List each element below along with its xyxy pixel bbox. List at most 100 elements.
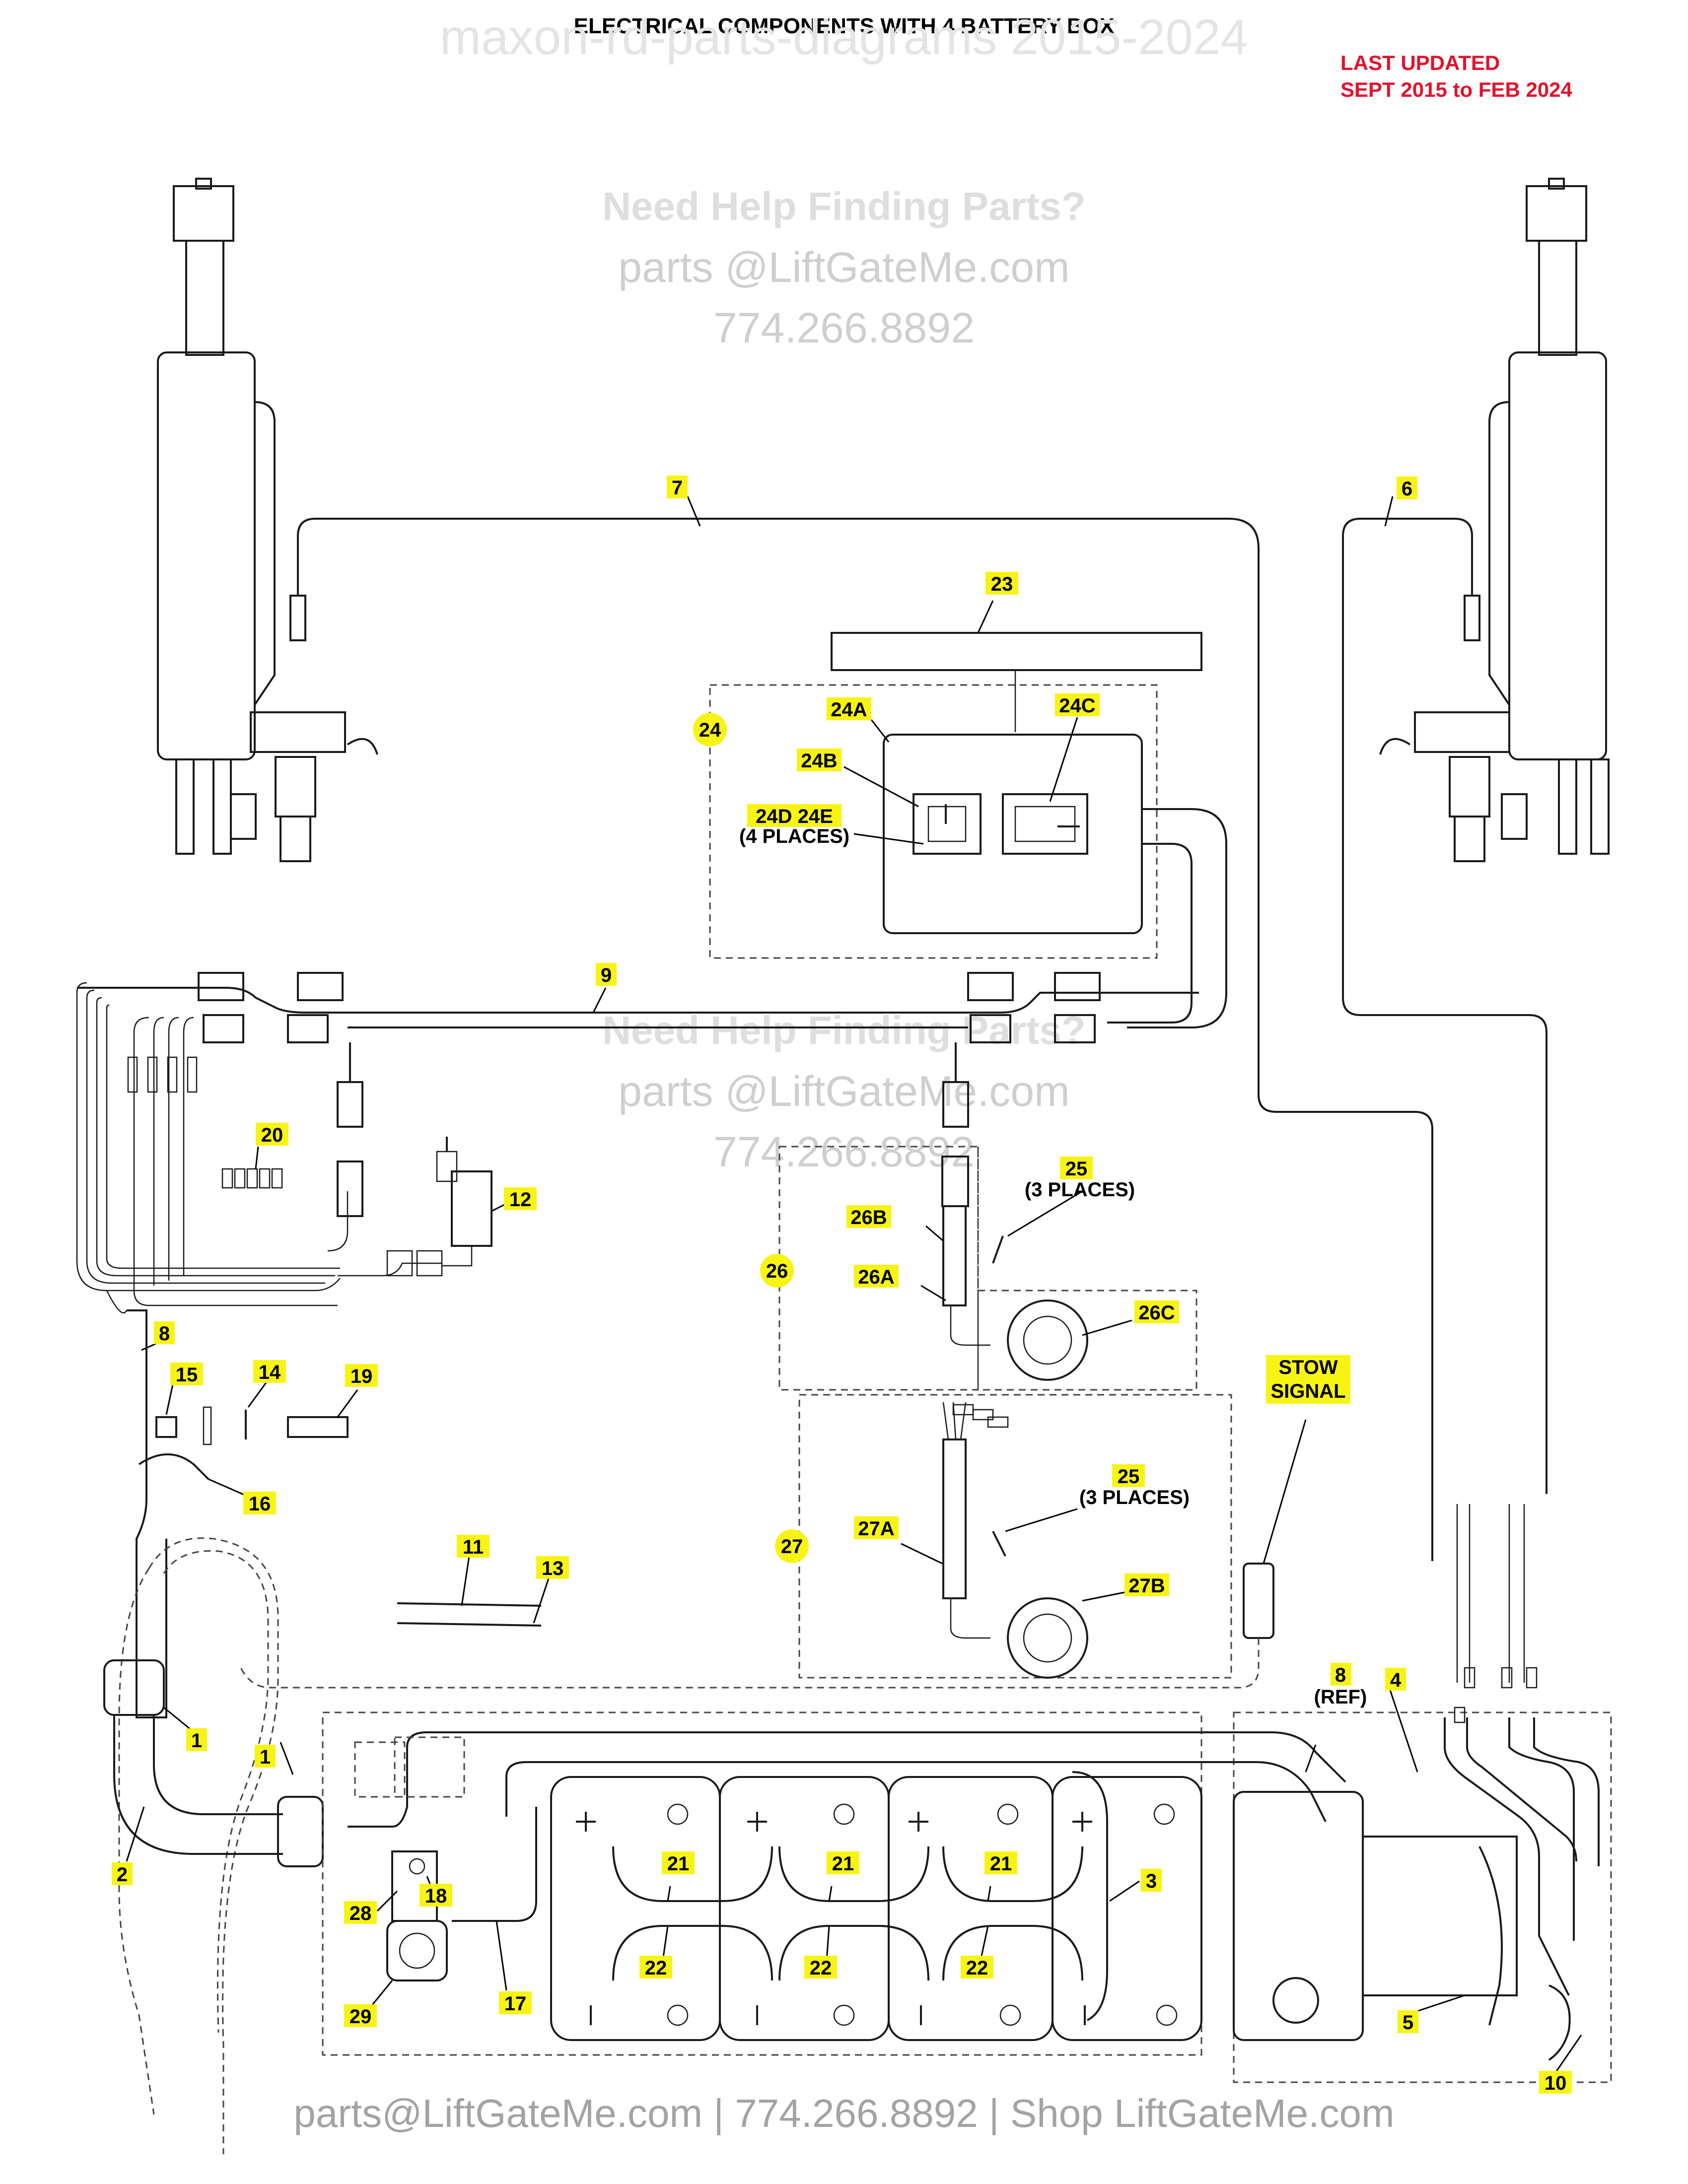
- pump-reservoir: [1233, 1791, 1364, 2041]
- control-panel-24A: [883, 734, 1143, 934]
- nut-18: [409, 1858, 425, 1875]
- item-12-switch: [436, 1137, 492, 1267]
- jumper-21a: [612, 1846, 773, 1902]
- callout-labels: 7 6 23 24 24A 24B 24C 24D 24E (4 PLACES)…: [112, 476, 1572, 2094]
- callout-11: 11: [463, 1536, 484, 1558]
- jumper-22b: [778, 1925, 929, 1981]
- jumper-21b: [778, 1846, 929, 1902]
- cable-5: [1478, 1846, 1503, 2026]
- callout-24DE: 24D 24E: [756, 806, 833, 827]
- cable-7-run: [1228, 518, 1433, 1561]
- last-updated-note: LAST UPDATED SEPT 2015 to FEB 2024: [1340, 50, 1572, 103]
- stud-switch-27B: [1007, 1597, 1088, 1679]
- watermark-help-email: parts @LiftGateMe.com: [618, 244, 1070, 291]
- battery-1: [550, 1776, 721, 2041]
- watermark-help-phone-2: 774.266.8892: [713, 1128, 975, 1176]
- watermark-top: maxon-rd-parts-diagrams 2015-2024: [439, 9, 1249, 65]
- battery-2: [719, 1776, 890, 2041]
- callout-5: 5: [1403, 2012, 1413, 2034]
- screw-25b: [992, 1531, 1006, 1557]
- callout-3: 3: [1146, 1870, 1157, 1892]
- callout-27: 27: [781, 1536, 803, 1558]
- tie-13: [397, 1622, 542, 1627]
- cable-17: [452, 1807, 537, 1922]
- callout-18: 18: [425, 1885, 447, 1907]
- toggle-switch-24C: [1002, 793, 1088, 855]
- tie-11: [397, 1602, 542, 1607]
- cable-3: [1072, 1771, 1108, 2021]
- callout-22c: 22: [966, 1957, 988, 1979]
- last-updated-range: SEPT 2015 to FEB 2024: [1340, 78, 1572, 101]
- clamp-16: [138, 1453, 210, 1480]
- callout-25b-note: (3 PLACES): [1079, 1487, 1190, 1508]
- watermark-help-phone: 774.266.8892: [713, 304, 975, 352]
- left-hydraulic-cylinder: [157, 178, 1229, 862]
- callout-14: 14: [259, 1362, 281, 1383]
- cable-2: [103, 1659, 324, 1867]
- callout-25a-note: (3 PLACES): [1025, 1179, 1135, 1201]
- last-updated-label: LAST UPDATED: [1340, 51, 1500, 74]
- callout-26A: 26A: [858, 1266, 894, 1288]
- callout-17: 17: [504, 1993, 527, 2015]
- callout-27B: 27B: [1128, 1575, 1165, 1597]
- callout-26: 26: [766, 1260, 788, 1282]
- callout-7: 7: [672, 477, 683, 499]
- callout-21c: 21: [990, 1853, 1012, 1875]
- sleeve-27A: [942, 1438, 967, 1599]
- callout-25b: 25: [1118, 1466, 1140, 1488]
- footer-contact: parts@LiftGateMe.com | 774.266.8892 | Sh…: [293, 2091, 1395, 2135]
- stow-signal-line2: SIGNAL: [1270, 1380, 1345, 1402]
- screw-25a: [992, 1235, 1004, 1264]
- callout-8-ref-text: (REF): [1314, 1686, 1367, 1708]
- watermark-help-heading: Need Help Finding Parts?: [602, 184, 1086, 228]
- callout-24A: 24A: [831, 699, 867, 721]
- jumper-22a: [612, 1925, 773, 1981]
- callout-24DE-note: (4 PLACES): [739, 825, 849, 847]
- callout-27A: 27A: [858, 1518, 894, 1540]
- nut-15: [155, 1416, 177, 1438]
- callout-15: 15: [176, 1364, 198, 1386]
- callout-8-ref-num: 8: [1335, 1664, 1346, 1686]
- callout-29: 29: [350, 2006, 372, 2028]
- callout-21b: 21: [832, 1853, 854, 1875]
- callout-12: 12: [509, 1189, 532, 1211]
- stow-signal-connector: [1243, 1563, 1274, 1639]
- callout-24B: 24B: [801, 750, 837, 772]
- connector-26B: [941, 1156, 969, 1207]
- page-title: ELECTRICAL COMPONENTS WITH 4 BATTERY BOX: [573, 14, 1115, 38]
- callout-6: 6: [1402, 478, 1412, 500]
- sleeve-26A: [942, 1205, 967, 1306]
- callout-20: 20: [261, 1124, 283, 1146]
- stud-switch-26C: [1007, 1299, 1088, 1381]
- cable-10: [1548, 1984, 1571, 2061]
- callout-2: 2: [117, 1864, 128, 1886]
- callout-19: 19: [351, 1365, 373, 1387]
- callout-22a: 22: [645, 1957, 667, 1979]
- callout-23: 23: [991, 573, 1013, 595]
- callout-26B: 26B: [850, 1207, 887, 1228]
- main-harness-8: [76, 982, 443, 1718]
- pump-box: [1233, 1711, 1612, 2083]
- item-23-bar: [831, 632, 1202, 671]
- callout-21a: 21: [667, 1853, 690, 1875]
- watermark-help-email-2: parts @LiftGateMe.com: [618, 1068, 1070, 1115]
- callout-24C: 24C: [1059, 695, 1095, 717]
- battery-4: [1052, 1776, 1202, 2041]
- callout-25a: 25: [1065, 1158, 1088, 1180]
- stow-signal-line1: STOW: [1278, 1357, 1338, 1378]
- harness-9: [77, 987, 1199, 1014]
- callout-10: 10: [1545, 2072, 1567, 2094]
- callout-1b: 1: [260, 1746, 271, 1768]
- callout-1a: 1: [191, 1730, 202, 1752]
- battery-3: [888, 1776, 1054, 2041]
- jumper-21c: [942, 1846, 1083, 1902]
- bolt-19: [287, 1416, 349, 1438]
- right-hydraulic-cylinder: [1342, 178, 1610, 1494]
- callout-24: 24: [699, 719, 721, 741]
- pump-motor: [1362, 1836, 1518, 1996]
- toggle-switch-24B: [913, 793, 982, 855]
- jumper-22c: [942, 1925, 1083, 1981]
- item-20-terminals: [221, 1168, 283, 1189]
- cable-4: [1444, 1717, 1570, 1996]
